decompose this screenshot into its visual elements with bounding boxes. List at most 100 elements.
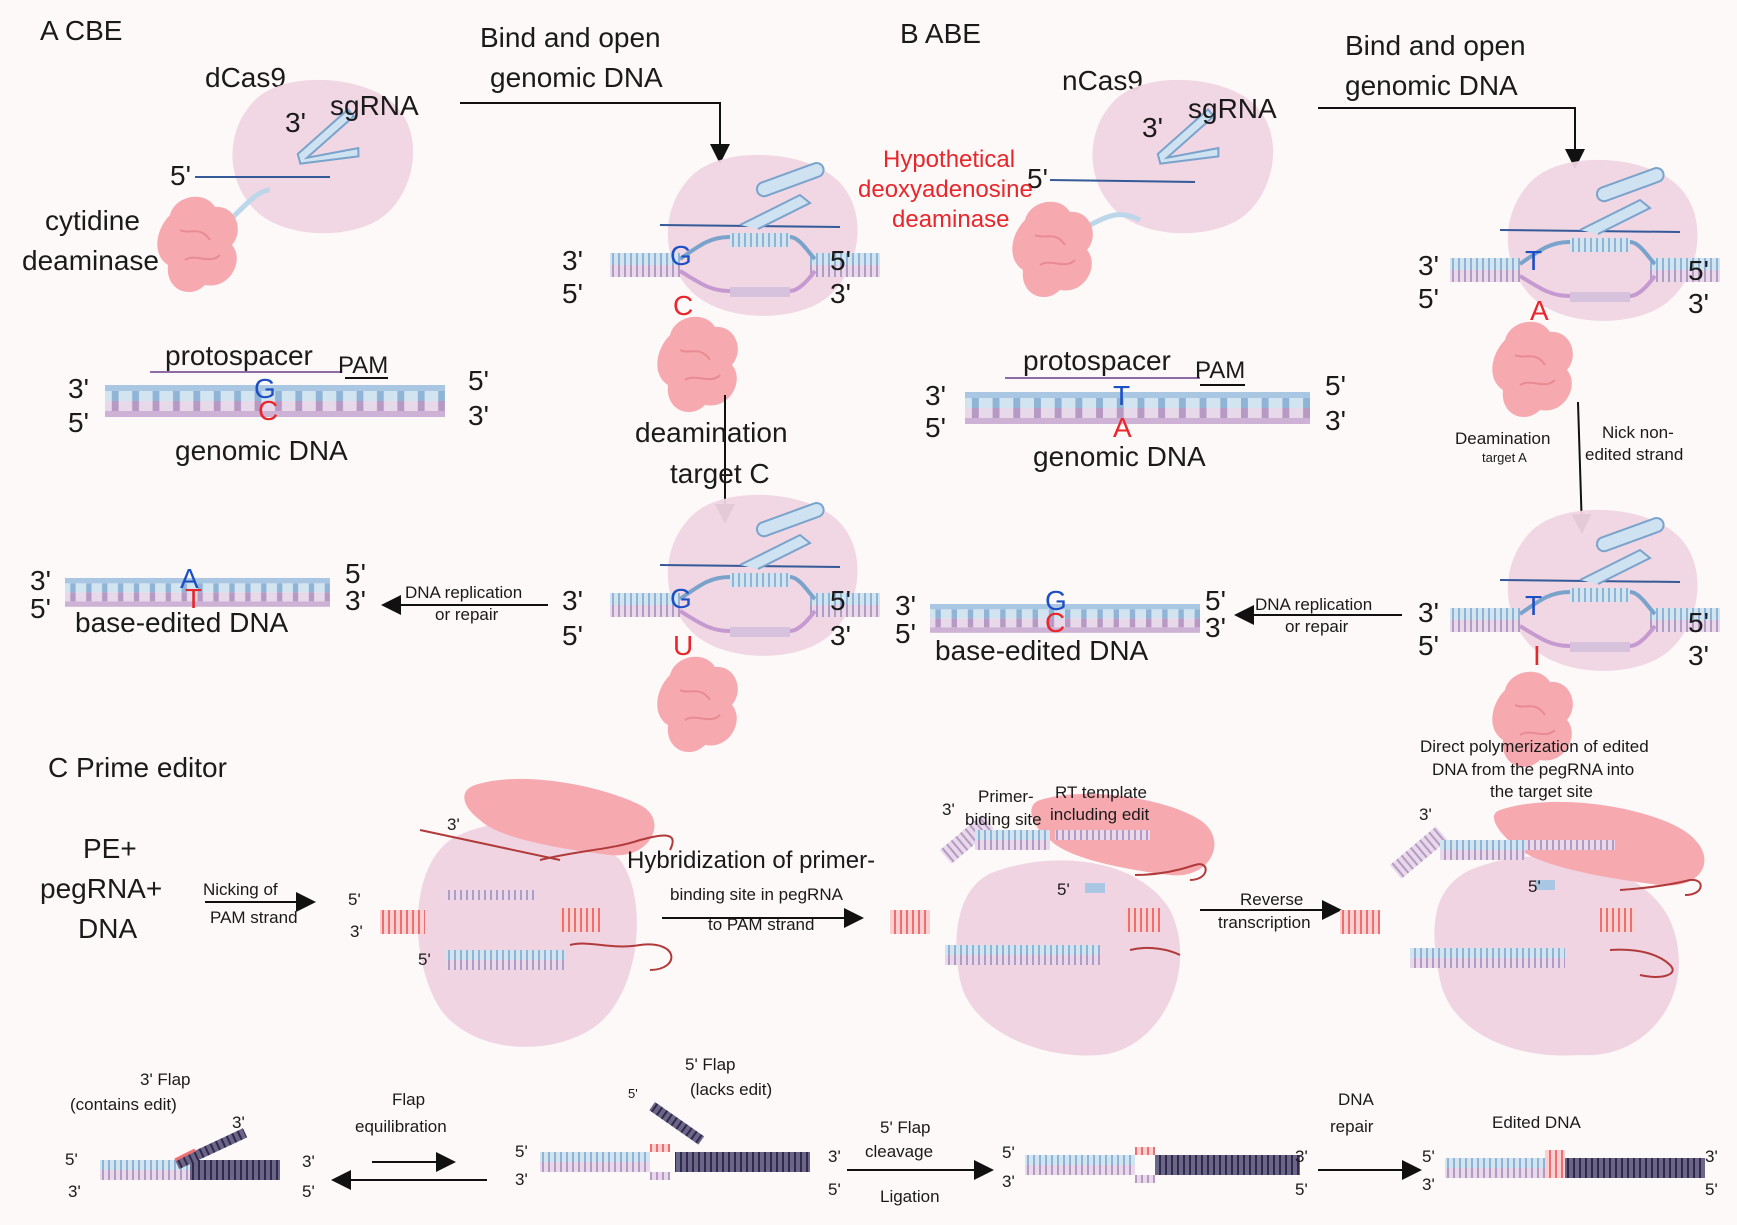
panel-a: A CBE dCas9 3' sgRNA 5' cytidine deamina… [22, 15, 880, 754]
cleave-line1: 5' Flap [880, 1118, 931, 1137]
panel-b: B ABE nCas9 3' sgRNA 5' Hypothetical deo… [858, 18, 1720, 769]
panel-b-complex-3p-left: 3' [1418, 250, 1439, 281]
panel-b-result-3p-left: 3' [895, 590, 916, 621]
panel-b-5prime: 5' [1027, 163, 1048, 194]
ligated-3p-right: 3' [1295, 1147, 1308, 1166]
flap5-line2: (lacks edit) [690, 1080, 772, 1099]
panel-a-enzyme-line2: deaminase [22, 245, 159, 276]
panel-b-protospacer: protospacer [1023, 345, 1171, 376]
panel-b-result-3p-right: 3' [1205, 612, 1226, 643]
repair-line2: repair [1330, 1117, 1374, 1136]
panel-c: C Prime editor PE+ pegRNA+ DNA Nicking o… [40, 737, 1718, 1206]
pe2-rt-line1: RT template [1055, 783, 1147, 802]
panel-b-step2b-line2: edited strand [1585, 445, 1683, 464]
panel-a-step2-line1: deamination [635, 417, 788, 448]
panel-a-genomic-label: genomic DNA [175, 435, 348, 466]
equil-line1: Flap [392, 1090, 425, 1109]
panel-b-enzyme-line3: deaminase [892, 206, 1009, 233]
cleave-line2: cleavage [865, 1142, 933, 1161]
panel-a-complex-top-base: G [670, 240, 692, 271]
panel-b-genomic-5p-left: 5' [925, 412, 946, 443]
panel-a-5prime: 5' [170, 160, 191, 191]
ligated-5p-left: 5' [1002, 1143, 1015, 1162]
panel-a-complex-bottom-base: C [673, 290, 693, 321]
panel-b-genomic-3p-left: 3' [925, 380, 946, 411]
panel-a-complex2-5p-right: 5' [830, 585, 851, 616]
panel-b-step1-line2: genomic DNA [1345, 70, 1518, 101]
flap3-5p-left: 5' [65, 1150, 78, 1169]
panel-b-enzyme-line1: Hypothetical [883, 146, 1015, 173]
panel-b-step2a-line2: target A [1482, 450, 1527, 465]
panel-b-result-bottom-base: C [1045, 607, 1065, 638]
panel-b-result-5p-right: 5' [1205, 585, 1226, 616]
panel-a-complex-5p-right: 5' [830, 245, 851, 276]
panel-b-complex2-5p-left: 5' [1418, 630, 1439, 661]
panel-b-complex2-3p-right: 3' [1688, 640, 1709, 671]
ligated-3p-left: 3' [1002, 1172, 1015, 1191]
pe2-3p-top: 3' [942, 800, 955, 819]
panel-c-hybrid-line1: Hybridization of primer- [627, 847, 875, 874]
panel-b-complex-bottom-base: A [1530, 295, 1549, 326]
panel-c-nick-line2: PAM strand [210, 908, 298, 927]
panel-a-enzyme-line1: cytidine [45, 205, 140, 236]
panel-a-complex-3p-left: 3' [562, 245, 583, 276]
panel-a-complex2-bottom-base: U [673, 630, 693, 661]
panel-a-result-label: base-edited DNA [75, 607, 289, 638]
panel-a-3prime: 3' [285, 107, 306, 138]
panel-b-complex-3p-right: 3' [1688, 288, 1709, 319]
panel-b-sgrna-label: sgRNA [1188, 93, 1277, 124]
panel-c-nick-line1: Nicking of [203, 880, 278, 899]
flap3-5p-right: 5' [302, 1182, 315, 1201]
panel-a-complex2-top-base: G [670, 583, 692, 614]
panel-b-genomic-bottom-base: A [1113, 412, 1132, 443]
panel-c-title: C Prime editor [48, 752, 227, 783]
pe2-pbs-line2: biding site [965, 810, 1042, 829]
flap3-dna [100, 1128, 280, 1180]
prime-editor-complex-1 [380, 778, 674, 1047]
panel-b-title: B ABE [900, 18, 981, 49]
panel-c-component-2: pegRNA+ [40, 873, 162, 904]
panel-a-result-top-base: A [180, 563, 199, 594]
panel-c-component-3: DNA [78, 913, 137, 944]
panel-a-result-3p-right: 3' [345, 585, 366, 616]
panel-b-step3-line2: or repair [1285, 617, 1349, 636]
deaminase-blob [156, 195, 239, 294]
panel-c-hybrid-line2: binding site in pegRNA [670, 885, 844, 904]
panel-a-complex-3p-right: 3' [830, 278, 851, 309]
flap5-dna [540, 1102, 810, 1180]
pe3-5p-mid: 5' [1528, 877, 1541, 896]
pe3-direct-line3: the target site [1490, 782, 1593, 801]
flap5-5p-tail: 5' [628, 1086, 638, 1101]
panel-b-complex2-top-base: T [1525, 590, 1542, 621]
panel-a-protospacer: protospacer [165, 340, 313, 371]
reverse-transcriptase-blob [464, 778, 655, 856]
ligated-5p-right: 5' [1295, 1180, 1308, 1199]
panel-b-complex-5p-right: 5' [1688, 255, 1709, 286]
panel-a-genomic-bottom-base: C [258, 395, 278, 426]
panel-a-step2-line2: target C [670, 458, 770, 489]
pe1-3p-left: 3' [350, 922, 363, 941]
equil-line2: equilibration [355, 1117, 447, 1136]
dna-double-helix [965, 392, 1310, 424]
edited-dna [1445, 1150, 1705, 1178]
panel-a-complex2-3p-right: 3' [830, 620, 851, 651]
flap3-3p-right: 3' [302, 1152, 315, 1171]
panel-a-pam: PAM [338, 352, 388, 379]
panel-b-complex-top-base: T [1525, 245, 1542, 276]
flap3-3p-tail: 3' [232, 1113, 245, 1132]
flap3-3p-left: 3' [68, 1182, 81, 1201]
panel-a-complex-5p-left: 5' [562, 278, 583, 309]
open-complex-b1 [1450, 160, 1720, 419]
panel-b-result-label: base-edited DNA [935, 635, 1149, 666]
flap5-5p-right: 5' [828, 1180, 841, 1199]
panel-a-step1-line1: Bind and open [480, 22, 661, 53]
ligation-label: Ligation [880, 1187, 940, 1206]
panel-b-complex2-3p-left: 3' [1418, 597, 1439, 628]
panel-b-result-top-base: G [1045, 585, 1067, 616]
panel-a-result-3p-left: 3' [30, 565, 51, 596]
panel-b-genomic-3p-right: 3' [1325, 405, 1346, 436]
panel-a-complex2-5p-left: 5' [562, 620, 583, 651]
panel-b-step3-line1: DNA replication [1255, 595, 1372, 614]
prime-editor-complex-3 [1340, 801, 1705, 1056]
